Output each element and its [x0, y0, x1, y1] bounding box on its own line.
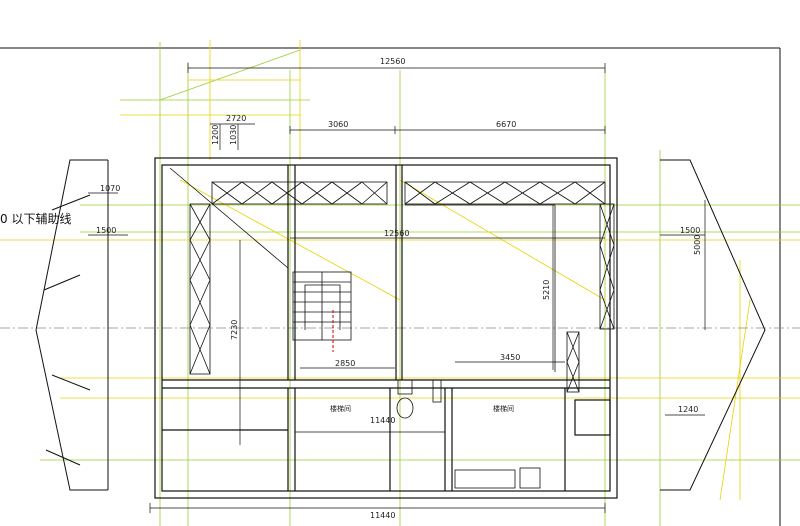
dim-right-1240: 1240 — [678, 405, 698, 414]
dimension-labels: 12560 3060 6670 2720 1200 1030 1070 1500… — [96, 57, 702, 520]
dim-overall-bottom: 11440 — [370, 511, 395, 520]
dim-2850: 2850 — [335, 359, 355, 368]
dim-1200: 1200 — [211, 125, 220, 145]
dim-overall-top: 12560 — [380, 57, 405, 66]
dim-left-1500: 1500 — [96, 226, 116, 235]
building-walls — [154, 157, 618, 499]
dim-5210: 5210 — [542, 280, 551, 300]
dimension-lines — [88, 63, 706, 513]
dim-right-1500: 1500 — [680, 226, 700, 235]
roof-truss-strips — [169, 167, 615, 393]
dim-7230: 7230 — [230, 320, 239, 340]
dim-3450: 3450 — [500, 353, 520, 362]
dim-6670: 6670 — [496, 120, 516, 129]
staircase — [292, 271, 352, 341]
dim-overall-mid: 12560 — [384, 229, 409, 238]
room-label-left: 楼梯间 — [330, 404, 351, 413]
dim-inner-bottom: 11440 — [370, 416, 395, 425]
dim-3060: 3060 — [328, 120, 348, 129]
dim-left-1070: 1070 — [100, 184, 120, 193]
drawing-frame — [0, 47, 781, 526]
bathroom-fixtures — [396, 379, 541, 489]
outer-envelope — [35, 159, 766, 491]
dim-2720: 2720 — [226, 114, 246, 123]
room-label-right: 楼梯间 — [493, 404, 514, 413]
guide-lines — [0, 40, 800, 526]
dim-1030: 1030 — [229, 125, 238, 145]
guide-line-note: 0 以下辅助线 — [0, 212, 71, 226]
dim-right-5000: 5000 — [693, 235, 702, 255]
